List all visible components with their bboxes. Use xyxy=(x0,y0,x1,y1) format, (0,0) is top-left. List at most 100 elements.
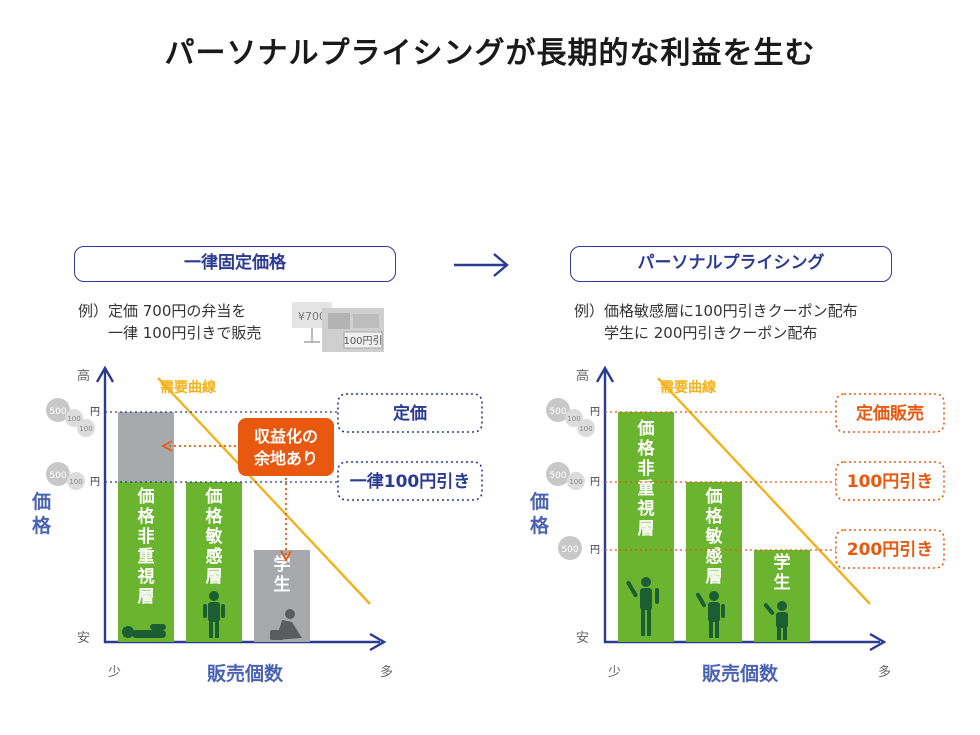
person-lying-icon xyxy=(122,624,166,638)
left-coin-group-top: 500 100 100 円 xyxy=(46,398,100,437)
left-axis-low: 安 xyxy=(77,631,90,646)
right-axis-many: 多 xyxy=(878,664,891,680)
bar-label-char: 格 xyxy=(638,438,656,459)
left-x-label: 販売個数 xyxy=(207,662,284,685)
bar-label-char: 重 xyxy=(638,478,655,499)
right-box-list-price xyxy=(835,393,945,433)
bar-label-char: 視 xyxy=(137,566,155,587)
bento-photo: ¥700 100円引 xyxy=(292,302,384,352)
right-y-label-1: 価 xyxy=(529,491,549,513)
left-box-discount xyxy=(337,461,483,501)
right-axis-few: 少 xyxy=(608,665,621,680)
left-axis-many: 多 xyxy=(380,664,393,680)
person-cheering-icon xyxy=(626,577,659,636)
right-coin-group-low: 500 円 xyxy=(558,536,600,560)
right-box-list-price-text: 定価販売 xyxy=(856,403,924,424)
bar-label-char: 学 xyxy=(774,552,791,573)
left-y-label-1: 価 xyxy=(31,491,51,513)
yen-label: 円 xyxy=(590,545,600,556)
bar-label-char: 層 xyxy=(706,567,723,587)
left-demand-curve xyxy=(157,377,371,605)
right-example-line2: 学生に 200円引きクーポン配布 xyxy=(574,324,818,342)
left-x-arrow-icon xyxy=(369,632,387,652)
bar-label-char: 価 xyxy=(137,486,155,507)
bar-label-char: 敏 xyxy=(205,526,223,547)
bar-label-char: 生 xyxy=(274,574,291,595)
bar-label-char: 敏 xyxy=(705,526,723,547)
person-cheering-icon xyxy=(763,601,788,640)
bar-label-char: 格 xyxy=(138,506,156,527)
coin-500: 500 xyxy=(549,407,566,417)
right-demand-curve xyxy=(657,377,871,605)
bar-label-char: 感 xyxy=(206,546,223,567)
coin-100: 100 xyxy=(579,425,592,433)
left-coin-group-mid: 500 100 円 xyxy=(46,462,100,490)
right-coin-group-top: 500 100 100 円 xyxy=(546,398,600,437)
person-sitting-icon xyxy=(270,609,302,640)
arrow-left-icon xyxy=(161,440,173,452)
right-chart: 高 安 少 多 価 格 販売個数 500 100 100 円 500 100 円… xyxy=(529,365,945,685)
bar-label-char: 層 xyxy=(138,587,155,607)
bar-label-char: 重 xyxy=(138,546,155,567)
left-callout xyxy=(238,418,334,476)
bar-label-char: 価 xyxy=(205,486,223,507)
yen-label: 円 xyxy=(590,477,600,488)
left-heading: 一律固定価格 xyxy=(74,246,396,282)
right-heading: パーソナルプライシング xyxy=(570,246,892,282)
bar-label-char: 格 xyxy=(706,506,724,527)
coupon-sticker xyxy=(343,331,383,349)
photo-coupon: 100円引 xyxy=(343,335,382,347)
left-callout-line2: 余地あり xyxy=(253,449,318,468)
right-demand-label: 需要曲線 xyxy=(660,379,716,396)
left-example-line1: 例）定価 700円の弁当を xyxy=(78,302,247,320)
left-example-line2: 一律 100円引きで販売 xyxy=(78,324,262,342)
left-y-label-2: 格 xyxy=(32,514,52,537)
left-box-list-price xyxy=(337,393,483,433)
yen-label: 円 xyxy=(90,477,100,488)
page-title: パーソナルプライシングが長期的な利益を生む xyxy=(164,36,816,71)
person-cheering-icon xyxy=(696,591,725,638)
right-x-arrow-icon xyxy=(869,632,887,652)
coin-100: 100 xyxy=(79,425,92,433)
right-example-line1: 例）価格敏感層に100円引きクーポン配布 xyxy=(574,302,858,320)
bar-label-char: 生 xyxy=(774,572,791,593)
left-axis-few: 少 xyxy=(108,665,121,680)
right-axis-high: 高 xyxy=(576,368,589,384)
right-box-200-text: 200円引き xyxy=(847,540,934,560)
coin-500: 500 xyxy=(49,407,66,417)
coin-100: 100 xyxy=(567,415,580,423)
right-axis-low: 安 xyxy=(576,631,589,646)
right-x-label: 販売個数 xyxy=(702,662,779,685)
person-standing-icon xyxy=(203,591,225,638)
bar-label-char: 層 xyxy=(638,519,655,539)
bar-label-char: 価 xyxy=(637,418,655,439)
bar-label-char: 感 xyxy=(706,546,723,567)
photo-price: ¥700 xyxy=(298,310,326,323)
right-box-100 xyxy=(835,461,945,501)
yen-label: 円 xyxy=(590,407,600,418)
bar-label-char: 視 xyxy=(637,498,655,519)
yen-label: 円 xyxy=(90,407,100,418)
right-example: 例）価格敏感層に100円引きクーポン配布 学生に 200円引きクーポン配布 xyxy=(574,300,858,344)
left-box-list-price-text: 定価 xyxy=(393,403,427,424)
left-example: 例）定価 700円の弁当を 一律 100円引きで販売 xyxy=(78,300,261,344)
bar-label-char: 価 xyxy=(705,486,723,507)
bar-label-char: 格 xyxy=(206,506,224,527)
coin-500: 500 xyxy=(561,545,578,555)
bar-nonsensitive xyxy=(118,482,174,642)
coin-500: 500 xyxy=(549,471,566,481)
left-chart: 高 安 少 多 価 格 販売個数 500 100 100 円 500 100 円… xyxy=(31,365,483,685)
right-box-100-text: 100円引き xyxy=(847,472,934,492)
right-coin-group-mid: 500 100 円 xyxy=(546,462,600,490)
coin-100: 100 xyxy=(69,478,82,486)
transition-arrow-icon xyxy=(454,253,509,277)
left-y-arrow-icon xyxy=(95,365,115,383)
coin-100: 100 xyxy=(67,415,80,423)
bar-label-char: 非 xyxy=(638,458,655,479)
coin-100: 100 xyxy=(569,478,582,486)
bar-label-char: 非 xyxy=(138,526,155,547)
left-axis-high: 高 xyxy=(77,368,90,384)
right-y-label-2: 格 xyxy=(530,514,550,537)
right-box-200 xyxy=(835,529,945,569)
arrow-down-icon xyxy=(280,550,292,562)
